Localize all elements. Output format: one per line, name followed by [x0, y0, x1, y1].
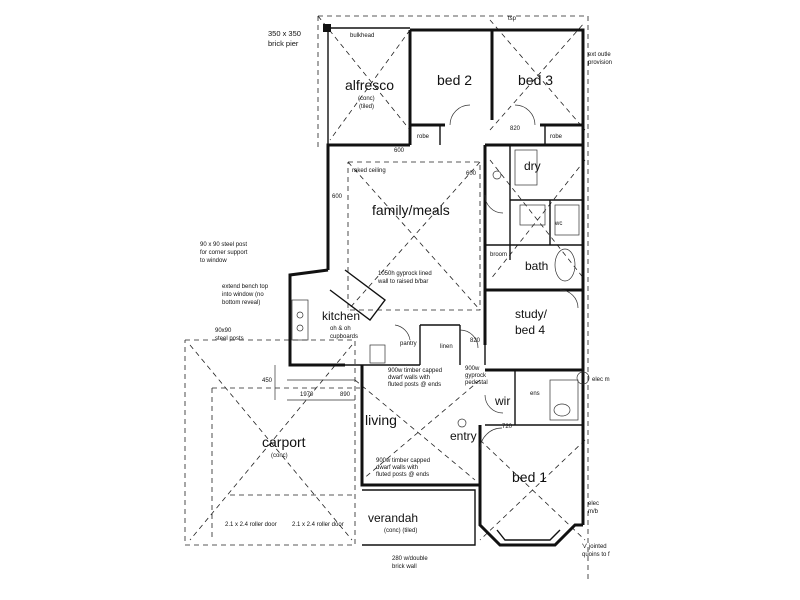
note-timber-2: dwarf walls with: [388, 375, 430, 381]
internal-walls: [345, 123, 583, 445]
note-roller-door-1: 2.1 x 2.4 roller door: [225, 522, 277, 528]
room-family-meals: family/meals: [372, 202, 450, 218]
note-raked-ceiling: raked ceiling: [352, 168, 386, 174]
note-bulkhead: bulkhead: [350, 33, 374, 39]
room-study: study/: [515, 307, 548, 321]
note-provision: provision: [588, 60, 612, 66]
elec-meter-icon: [576, 371, 590, 385]
room-carport-material: (conc): [271, 453, 288, 459]
note-quoins-2: quoins to f: [582, 552, 610, 558]
room-carport: carport: [262, 434, 306, 450]
note-elec-meter: elec: [588, 501, 599, 507]
note-steel-posts: steel posts: [215, 336, 244, 342]
room-wc: wc: [554, 221, 562, 227]
room-verandah: verandah: [368, 511, 418, 525]
note-tsp: tsp: [508, 16, 517, 22]
note-gyprock-ped-3: pedestal: [465, 380, 488, 386]
note-timber-b1: 900w timber capped: [376, 458, 430, 464]
room-dry: dry: [524, 159, 541, 173]
room-robe-right: robe: [550, 134, 563, 140]
room-verandah-material: (conc) (tiled): [384, 528, 417, 534]
room-broom: broom: [490, 252, 507, 258]
note-bench-1: extend bench top: [222, 284, 269, 290]
room-bed2: bed 2: [437, 72, 472, 88]
room-bed1: bed 1: [512, 469, 547, 485]
note-gyprock-ped-1: 900w: [465, 366, 480, 372]
note-steel-post-3: to window: [200, 258, 227, 264]
dim-890: 890: [340, 392, 351, 398]
note-quoins-1: 'v' jointed: [582, 544, 607, 550]
fixtures: [291, 149, 590, 428]
room-kitchen-sub1: oh & oh: [330, 326, 351, 332]
note-gyprock-ped-2: gyprock: [465, 373, 487, 379]
note-ext-outlet: ext outle: [588, 52, 611, 58]
note-brick-wall-1: 280 w/double: [392, 556, 428, 562]
dim-820-b: 820: [510, 126, 521, 132]
note-elec: elec m: [592, 377, 610, 383]
brick-pier: [323, 24, 331, 32]
room-kitchen: kitchen: [322, 309, 360, 323]
note-timber-b3: fluted posts @ ends: [376, 472, 429, 478]
note-brick-wall-2: brick wall: [392, 564, 417, 570]
room-pantry: pantry: [400, 341, 417, 347]
room-bed3: bed 3: [518, 72, 553, 88]
note-steel-post-2: for corner support: [200, 250, 248, 256]
note-timber-1: 900w timber capped: [388, 368, 442, 374]
note-brick-pier: brick pier: [268, 39, 299, 48]
doors: [394, 104, 579, 451]
note-steel-post-1: 90 x 90 steel post: [200, 242, 247, 248]
room-ensuite: ens: [530, 391, 540, 397]
note-brick-pier-size: 350 x 350: [268, 29, 301, 38]
dim-600-b: 600: [332, 194, 343, 200]
note-timber-b2: dwarf walls with: [376, 465, 418, 471]
room-entry: entry: [450, 429, 477, 443]
roof-outline: [184, 15, 589, 580]
note-gyprock-2: wall to raised b/bar: [377, 279, 428, 285]
note-bench-3: bottom reveal): [222, 300, 260, 306]
room-living: living: [365, 412, 397, 428]
room-bed4: bed 4: [515, 323, 545, 337]
room-kitchen-sub2: cupboards: [330, 334, 358, 340]
external-walls: [288, 24, 585, 547]
dim-1970: 1970: [300, 392, 314, 398]
dim-820-a: 820: [470, 338, 481, 344]
dim-450: 450: [262, 378, 273, 384]
room-alfresco-finish: (tiled): [359, 104, 374, 110]
room-bath: bath: [525, 259, 548, 273]
room-linen: linen: [440, 344, 453, 350]
note-steel-posts-size: 90x90: [215, 328, 232, 334]
note-meter-box: m/b: [588, 509, 599, 515]
note-roller-door-2: 2.1 x 2.4 roller door: [292, 522, 344, 528]
room-alfresco: alfresco: [345, 77, 394, 93]
dim-600-a: 600: [394, 148, 405, 154]
room-alfresco-material: (conc): [358, 96, 375, 102]
note-gyprock-1: 1050h gyprock lined: [378, 271, 432, 277]
note-bench-2: into window (no: [222, 292, 264, 298]
dim-720: 720: [502, 424, 513, 430]
room-wir: wir: [494, 394, 510, 408]
dimension-lines: [274, 365, 355, 401]
note-timber-3: fluted posts @ ends: [388, 382, 441, 388]
room-robe-left: robe: [417, 134, 430, 140]
dim-600-c: 600: [466, 171, 477, 177]
